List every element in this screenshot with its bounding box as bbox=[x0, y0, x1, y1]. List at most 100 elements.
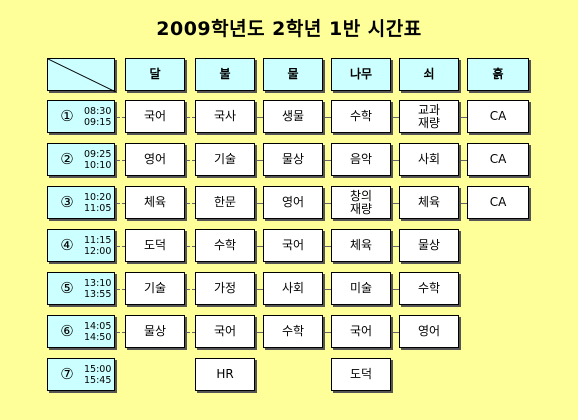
corner-cell bbox=[47, 58, 116, 92]
cell-connector bbox=[187, 245, 195, 247]
subject-cell[interactable]: 물상 bbox=[125, 315, 185, 348]
period-start: 11:15 bbox=[84, 234, 112, 246]
subject-cell[interactable]: 수학 bbox=[399, 272, 459, 305]
subject-cell[interactable]: 가정 bbox=[195, 272, 255, 305]
period-number: ③ bbox=[60, 193, 74, 211]
period-start: 14:05 bbox=[84, 320, 112, 332]
cell-connector bbox=[325, 331, 331, 333]
subject-cell[interactable]: 교과 재량 bbox=[399, 100, 459, 133]
period-start: 13:10 bbox=[84, 277, 112, 289]
subject-cell[interactable]: 사회 bbox=[263, 272, 323, 305]
period-end: 11:05 bbox=[84, 202, 112, 214]
period-number: ④ bbox=[60, 236, 74, 254]
subject-cell[interactable]: CA bbox=[467, 143, 529, 176]
cell-connector bbox=[257, 202, 263, 204]
subject-cell[interactable]: 국어 bbox=[331, 315, 391, 348]
subject-cell[interactable]: 수학 bbox=[263, 315, 323, 348]
subject-cell[interactable]: 미술 bbox=[331, 272, 391, 305]
period-start: 09:25 bbox=[84, 148, 112, 160]
cell-connector bbox=[325, 245, 331, 247]
subject-cell[interactable]: 국어 bbox=[195, 315, 255, 348]
period-number: ⑥ bbox=[60, 322, 74, 340]
cell-connector bbox=[325, 202, 331, 204]
subject-cell[interactable]: 사회 bbox=[399, 143, 459, 176]
cell-connector bbox=[187, 202, 195, 204]
cell-connector bbox=[461, 116, 467, 118]
cell-connector bbox=[257, 288, 263, 290]
period-start: 10:20 bbox=[84, 191, 112, 203]
diagonal-line-icon bbox=[48, 59, 116, 92]
cell-connector bbox=[393, 288, 399, 290]
day-header: 달 bbox=[125, 58, 185, 91]
subject-cell[interactable]: 체육 bbox=[399, 186, 459, 219]
subject-cell[interactable]: HR bbox=[195, 358, 255, 391]
day-header: 물 bbox=[263, 58, 323, 91]
subject-cell[interactable]: 음악 bbox=[331, 143, 391, 176]
cell-connector bbox=[187, 116, 195, 118]
subject-cell[interactable]: 물상 bbox=[263, 143, 323, 176]
subject-cell[interactable]: 국사 bbox=[195, 100, 255, 133]
period-start: 08:30 bbox=[84, 105, 112, 117]
subject-cell[interactable]: 영어 bbox=[399, 315, 459, 348]
cell-connector bbox=[461, 159, 467, 161]
day-header: 나무 bbox=[331, 58, 391, 91]
cell-connector bbox=[393, 116, 399, 118]
cell-connector bbox=[117, 331, 125, 333]
subject-cell[interactable]: 도덕 bbox=[125, 229, 185, 262]
subject-cell[interactable]: 수학 bbox=[195, 229, 255, 262]
cell-connector bbox=[117, 116, 125, 118]
subject-cell[interactable]: CA bbox=[467, 100, 529, 133]
cell-connector bbox=[325, 159, 331, 161]
cell-connector bbox=[117, 245, 125, 247]
cell-connector bbox=[325, 116, 331, 118]
subject-cell[interactable]: 도덕 bbox=[331, 358, 391, 391]
subject-cell[interactable]: 국어 bbox=[263, 229, 323, 262]
subject-cell[interactable]: CA bbox=[467, 186, 529, 219]
cell-connector bbox=[187, 288, 195, 290]
period-end: 13:55 bbox=[84, 288, 112, 300]
subject-cell[interactable]: 생물 bbox=[263, 100, 323, 133]
subject-cell[interactable]: 체육 bbox=[331, 229, 391, 262]
subject-cell[interactable]: 국어 bbox=[125, 100, 185, 133]
period-number: ① bbox=[60, 107, 74, 125]
day-header: 불 bbox=[195, 58, 255, 91]
cell-connector bbox=[257, 245, 263, 247]
page-title: 2009학년도 2학년 1반 시간표 bbox=[156, 18, 422, 40]
cell-connector bbox=[461, 202, 467, 204]
cell-connector bbox=[117, 202, 125, 204]
subject-cell[interactable]: 영어 bbox=[263, 186, 323, 219]
cell-connector bbox=[257, 116, 263, 118]
subject-cell[interactable]: 창의 재량 bbox=[331, 186, 391, 219]
cell-connector bbox=[257, 159, 263, 161]
subject-cell[interactable]: 영어 bbox=[125, 143, 185, 176]
cell-connector bbox=[393, 159, 399, 161]
subject-cell[interactable]: 기술 bbox=[195, 143, 255, 176]
period-end: 14:50 bbox=[84, 331, 112, 343]
day-header: 흙 bbox=[467, 58, 529, 91]
subject-cell[interactable]: 기술 bbox=[125, 272, 185, 305]
period-end: 10:10 bbox=[84, 159, 112, 171]
subject-cell[interactable]: 수학 bbox=[331, 100, 391, 133]
subject-cell[interactable]: 물상 bbox=[399, 229, 459, 262]
cell-connector bbox=[393, 202, 399, 204]
subject-cell[interactable]: 체육 bbox=[125, 186, 185, 219]
period-number: ⑦ bbox=[60, 365, 74, 383]
period-end: 12:00 bbox=[84, 245, 112, 257]
cell-connector bbox=[187, 159, 195, 161]
cell-connector bbox=[257, 331, 263, 333]
period-end: 15:45 bbox=[84, 374, 112, 386]
subject-cell[interactable]: 한문 bbox=[195, 186, 255, 219]
cell-connector bbox=[393, 331, 399, 333]
period-end: 09:15 bbox=[84, 116, 112, 128]
